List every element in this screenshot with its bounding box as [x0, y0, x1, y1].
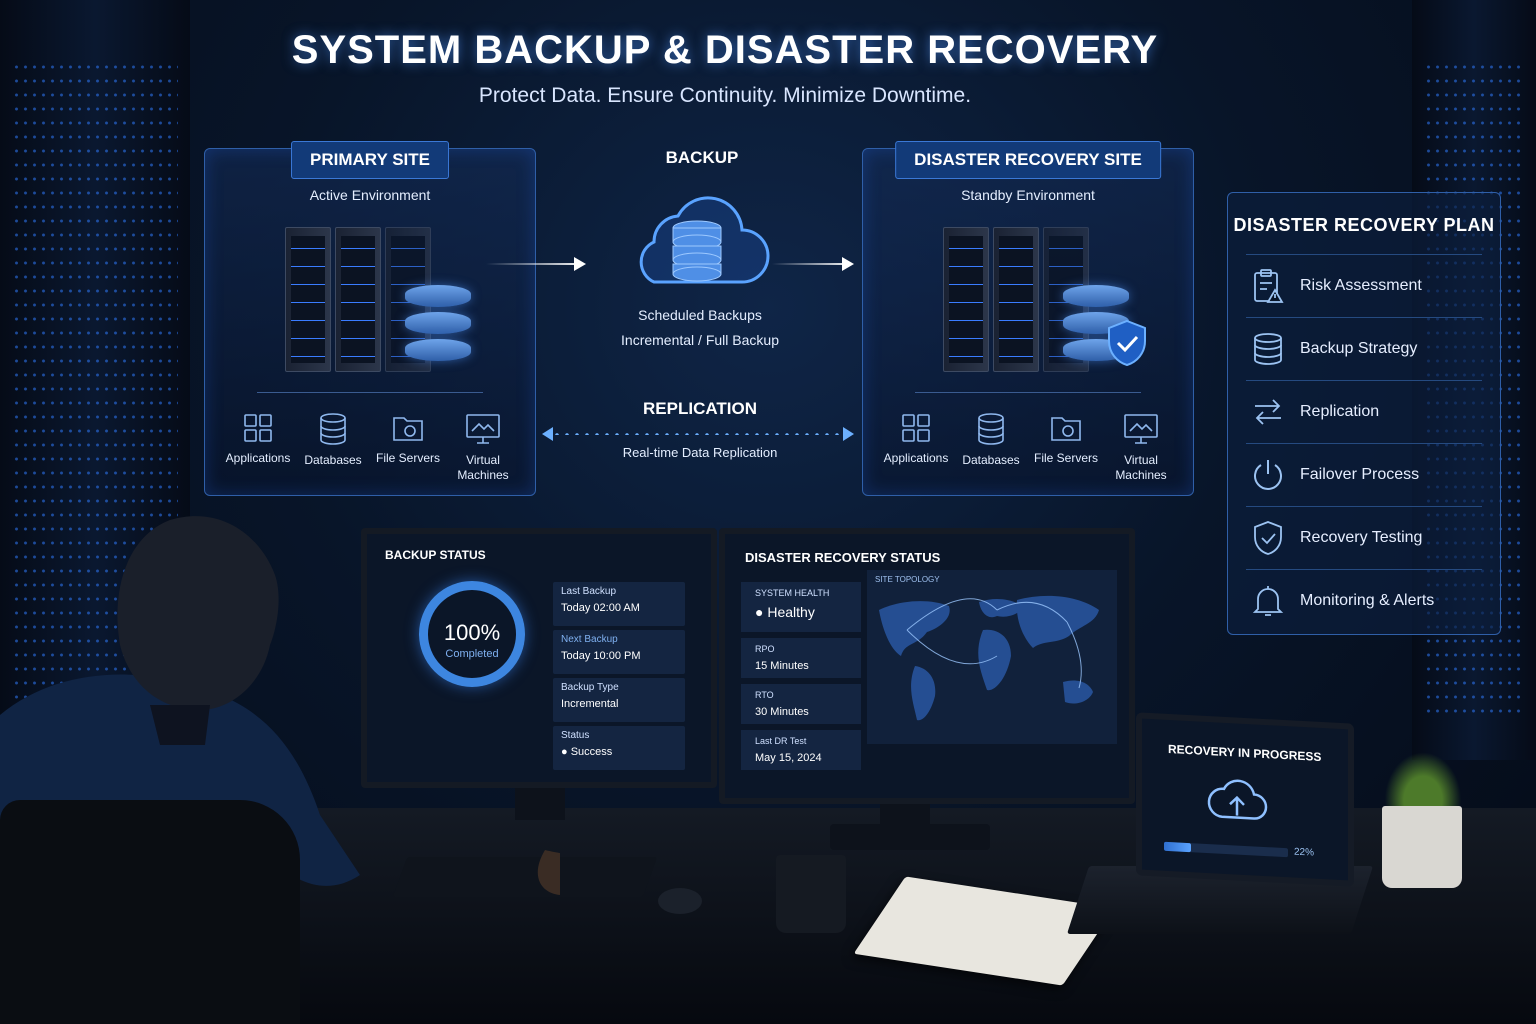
dr-plan-title: DISASTER RECOVERY PLAN: [1233, 215, 1495, 235]
success-check-icon: ●: [561, 746, 568, 758]
backup-schedule-text: Scheduled Backups: [638, 307, 762, 323]
replication-label: REPLICATION: [643, 399, 757, 418]
office-chair: [0, 800, 300, 1024]
dr-status-title: DISASTER RECOVERY STATUS: [745, 550, 941, 565]
monitor-icon: [466, 414, 500, 444]
resource-virtual-machines: Virtual Machines: [1103, 413, 1179, 483]
recovery-title: RECOVERY IN PROGRESS: [1168, 741, 1322, 765]
resource-file-servers: File Servers: [1028, 413, 1104, 466]
server-rack-left: [0, 0, 190, 760]
recovery-percent: 22%: [1294, 846, 1315, 859]
dr-plan-panel: DISASTER RECOVERY PLAN Risk Assessment B…: [1227, 192, 1501, 635]
recovery-progress-bar: [1164, 841, 1288, 858]
shield-check-icon: [1108, 319, 1146, 367]
plant: [1378, 744, 1468, 814]
plan-item-monitoring-alerts[interactable]: Monitoring & Alerts: [1246, 569, 1482, 632]
database-icon: [320, 413, 346, 445]
primary-site-panel: PRIMARY SITE Active Environment Applicat…: [204, 141, 536, 496]
dr-status-monitor: DISASTER RECOVERY STATUS SYSTEM HEALTH ●…: [719, 528, 1135, 804]
plan-item-replication[interactable]: Replication: [1246, 380, 1482, 443]
monitor-base: [830, 824, 990, 850]
server-icon: [285, 227, 471, 377]
plan-item-failover-process[interactable]: Failover Process: [1246, 443, 1482, 506]
backup-status-title: BACKUP STATUS: [385, 548, 486, 562]
resource-virtual-machines: Virtual Machines: [445, 413, 521, 483]
monitor-icon: [1124, 414, 1158, 444]
mouse: [658, 888, 702, 914]
plan-item-risk-assessment[interactable]: Risk Assessment: [1246, 254, 1482, 317]
resource-applications: Applications: [878, 413, 954, 466]
backup-type-text: Incremental / Full Backup: [621, 332, 779, 348]
system-health-box: SYSTEM HEALTH ● Healthy: [741, 582, 861, 632]
resource-file-servers: File Servers: [370, 413, 446, 466]
laptop-screen: RECOVERY IN PROGRESS 22%: [1136, 712, 1354, 887]
power-icon: [1254, 460, 1282, 490]
backup-percent: 100%: [443, 620, 501, 645]
arrow-primary-to-backup: [486, 257, 586, 271]
swap-arrows-icon: [1255, 399, 1281, 425]
resource-databases: Databases: [295, 413, 371, 468]
health-check-icon: ●: [755, 604, 764, 620]
database-icon: [405, 285, 471, 369]
system-health-value: Healthy: [767, 604, 815, 620]
cloud-upload-icon: [1207, 779, 1268, 820]
stat-status: Status ● Success: [553, 726, 685, 770]
site-topology-label: SITE TOPOLOGY: [875, 575, 940, 584]
bell-icon: [1252, 586, 1284, 616]
database-icon: [1254, 333, 1282, 365]
plan-item-recovery-testing[interactable]: Recovery Testing: [1246, 506, 1482, 569]
cloud-database-icon: [639, 196, 770, 284]
resource-applications: Applications: [220, 413, 296, 466]
folder-icon: [1051, 417, 1081, 441]
dr-site-tag: DISASTER RECOVERY SITE: [895, 141, 1161, 179]
primary-site-tag: PRIMARY SITE: [291, 141, 449, 179]
clipboard-warning-icon: [1254, 269, 1284, 303]
dr-site-panel: DISASTER RECOVERY SITE Standby Environme…: [862, 141, 1194, 496]
plan-item-backup-strategy[interactable]: Backup Strategy: [1246, 317, 1482, 380]
shield-check-icon: [1254, 521, 1282, 555]
plant-pot: [1382, 806, 1462, 888]
site-topology-map: SITE TOPOLOGY: [867, 570, 1117, 744]
applications-icon: [902, 414, 930, 442]
server-icon: [943, 227, 1146, 377]
primary-site-environment: Active Environment: [309, 187, 431, 203]
backup-percent-label: Completed: [445, 648, 499, 660]
folder-icon: [393, 417, 423, 441]
replication-subtext: Real-time Data Replication: [622, 445, 778, 460]
backup-status-monitor: BACKUP STATUS 100% Completed Last Backup…: [361, 528, 717, 788]
coffee-mug: [776, 855, 846, 933]
page-subtitle: Protect Data. Ensure Continuity. Minimiz…: [478, 84, 972, 107]
replication-arrow: [542, 427, 854, 441]
status-success-value: Success: [570, 746, 613, 758]
page-title: SYSTEM BACKUP & DISASTER RECOVERY: [291, 28, 1159, 72]
backup-progress-ring: [419, 581, 525, 687]
backup-label: BACKUP: [665, 148, 739, 167]
world-map-icon: [879, 595, 1099, 721]
database-icon: [978, 413, 1004, 445]
dr-site-environment: Standby Environment: [961, 187, 1095, 203]
resource-databases: Databases: [953, 413, 1029, 468]
applications-icon: [244, 414, 272, 442]
arrow-backup-to-dr: [772, 257, 854, 271]
